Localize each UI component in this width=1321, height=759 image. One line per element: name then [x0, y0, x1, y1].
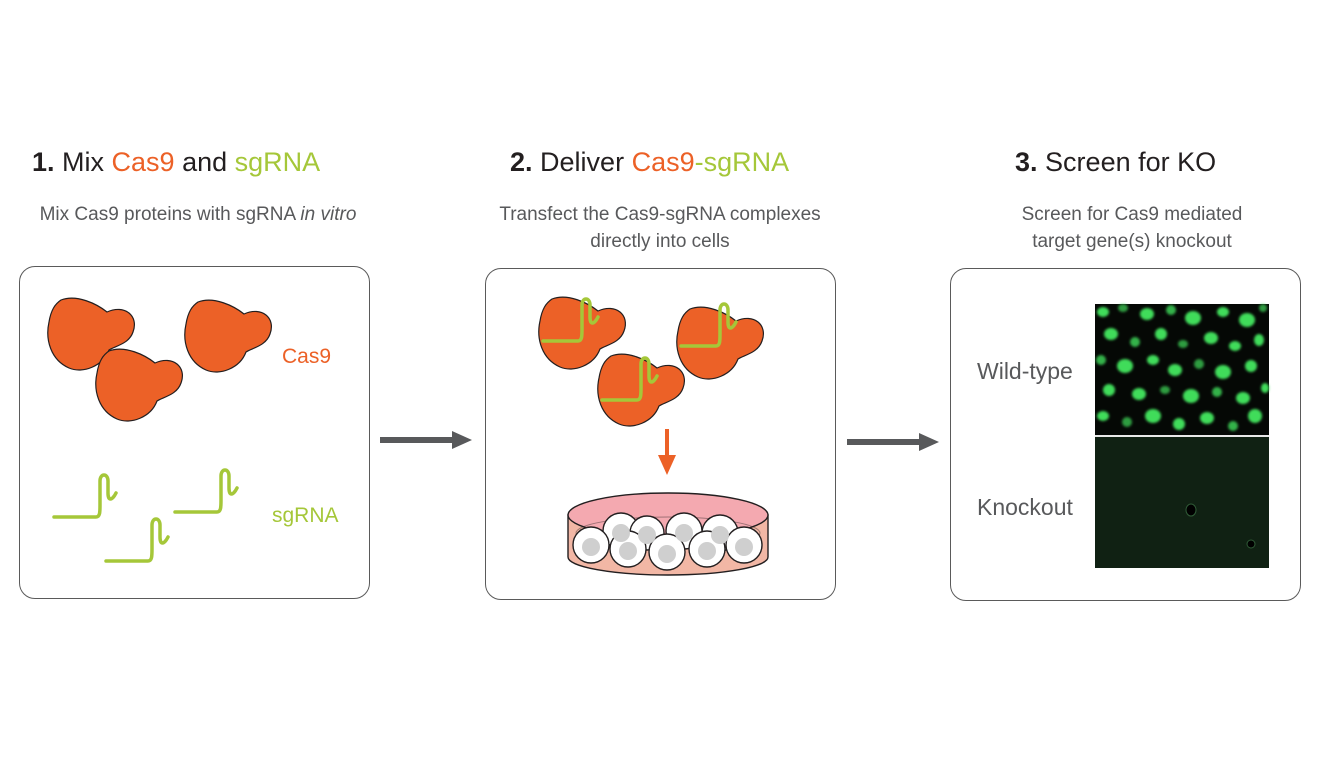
step-3-subtitle-line-2: target gene(s) knockout [1032, 231, 1232, 252]
step-2-panel [485, 268, 836, 600]
step-2-subtitle: Transfect the Cas9-sgRNA complexes direc… [450, 201, 870, 255]
cas9-protein-icon [184, 299, 272, 373]
wild-type-label: Wild-type [977, 358, 1073, 384]
step-1-title-sgrna: sgRNA [234, 147, 321, 177]
step-2-title-word-deliver: Deliver [540, 147, 632, 177]
step-3-subtitle-line-1: Screen for Cas9 mediated [1021, 204, 1243, 225]
culture-dish-icon [567, 492, 769, 576]
knockout-fluorescence-image [1095, 436, 1269, 568]
knockout-label: Knockout [977, 494, 1073, 520]
step-1-subtitle-italic: in vitro [300, 204, 357, 225]
cas9-label: Cas9 [282, 345, 332, 368]
step-1-title-word-and: and [174, 147, 235, 177]
step-2-title-sgrna: sgRNA [703, 147, 790, 177]
step-3-panel: Wild-type Knockout [950, 268, 1301, 601]
cas9-protein-icon [95, 348, 183, 422]
sgrna-icon [104, 517, 170, 563]
step-1-panel: Cas9 sgRNA [19, 266, 370, 599]
cas9-sgrna-complex-icon [676, 302, 764, 380]
step-1-subtitle-main: Mix Cas9 proteins with sgRNA [39, 204, 301, 225]
cas9-sgrna-complex-icon [597, 353, 685, 427]
cas9-protein-icon [47, 297, 135, 371]
wild-type-fluorescence-image [1095, 304, 1269, 436]
step-2-title: 2. Deliver Cas9-sgRNA [510, 147, 789, 178]
step-2-subtitle-line-1: Transfect the Cas9-sgRNA complexes [499, 204, 821, 225]
step-1-title-cas9: Cas9 [111, 147, 175, 177]
step-2-title-cas9: Cas9 [631, 147, 695, 177]
step-1-subtitle: Mix Cas9 proteins with sgRNA in vitro [0, 201, 396, 228]
step-1-number: 1. [32, 147, 55, 177]
down-arrow-icon [658, 429, 676, 475]
sgrna-icon [52, 473, 118, 519]
step-3-title-text: Screen for KO [1045, 147, 1217, 177]
step-3-title: 3. Screen for KO [1015, 147, 1216, 178]
step-2-number: 2. [510, 147, 533, 177]
step-2-subtitle-line-2: directly into cells [590, 231, 730, 252]
image-divider [1095, 435, 1269, 437]
right-arrow-icon [380, 431, 472, 449]
step-3-subtitle: Screen for Cas9 mediated target gene(s) … [952, 201, 1312, 255]
step-2-title-dash: - [694, 147, 704, 177]
sgrna-icon [173, 468, 239, 514]
step-3-number: 3. [1015, 147, 1038, 177]
sgrna-label: sgRNA [272, 504, 339, 527]
cas9-sgrna-complex-icon [538, 296, 626, 370]
step-1-title: 1. Mix Cas9 and sgRNA [32, 147, 320, 178]
step-1-illustration [47, 297, 272, 563]
step-2-illustration [538, 296, 769, 576]
step-1-title-word-mix: Mix [62, 147, 112, 177]
right-arrow-icon [847, 433, 939, 451]
